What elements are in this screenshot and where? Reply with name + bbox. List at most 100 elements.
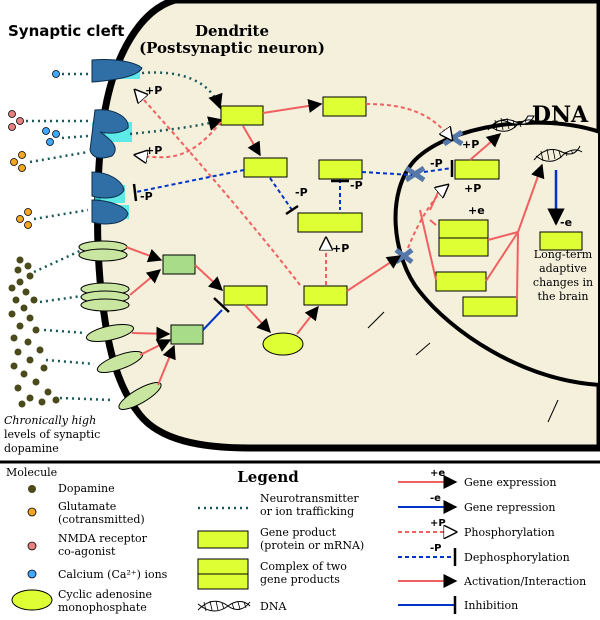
decor-line bbox=[415, 342, 431, 356]
pale-gene-product bbox=[170, 324, 204, 345]
gene-product-box bbox=[462, 296, 518, 317]
legend-right: +e Gene expression -e Gene repression +P… bbox=[398, 468, 586, 614]
dna-icon bbox=[487, 115, 537, 132]
dephosphorylation-lines bbox=[135, 167, 453, 211]
complex-swatch bbox=[197, 573, 249, 590]
dna-title: DNA bbox=[532, 102, 589, 128]
legend-molecules: Molecule Dopamine Glutamate (cotransmitt… bbox=[6, 466, 168, 614]
complex-swatch bbox=[197, 558, 249, 575]
legend-molecule-label: NMDA receptor bbox=[58, 532, 148, 545]
repression-mark: -e bbox=[560, 216, 572, 229]
nmda-swatch bbox=[27, 541, 37, 551]
longterm-line1: Long-term bbox=[534, 248, 593, 261]
legend-item-label: Gene expression bbox=[464, 476, 556, 489]
legend-item-label: Gene repression bbox=[464, 501, 555, 514]
chronic-label-line1: Chronically high bbox=[4, 414, 96, 427]
gene-product-box bbox=[297, 212, 363, 233]
complex-two-products bbox=[438, 219, 489, 257]
legend-title: Legend bbox=[237, 468, 299, 486]
legend-molecule-label: Glutamate bbox=[58, 500, 116, 513]
legend-item-label: Complex of two bbox=[260, 560, 347, 573]
ion-channel-3 bbox=[85, 324, 135, 342]
legend-mark: +P bbox=[430, 518, 446, 529]
gene-product-box bbox=[322, 96, 367, 117]
gene-product-box bbox=[318, 159, 363, 180]
nmda-coagonist-molecules bbox=[8, 110, 24, 131]
gene-product-box bbox=[303, 285, 348, 306]
dephospho-mark: -P bbox=[350, 179, 363, 192]
legend-item-label: Dephosphorylation bbox=[464, 551, 570, 564]
dephospho-mark: -P bbox=[430, 157, 443, 170]
legend-item-label: or ion trafficking bbox=[260, 505, 354, 518]
legend-molecule-label: Cyclic adenosine bbox=[58, 588, 152, 601]
dephospho-mark: -P bbox=[140, 190, 153, 203]
legend-molecule-label: monophosphate bbox=[58, 601, 147, 614]
phosphorylation-arrows bbox=[135, 90, 452, 286]
pale-gene-product bbox=[162, 254, 196, 275]
calcium-molecules bbox=[42, 70, 60, 146]
legend-molecule-label: Calcium (Ca²⁺) ions bbox=[58, 568, 168, 581]
phospho-mark: +P bbox=[145, 144, 162, 157]
gene-product-box bbox=[223, 285, 268, 306]
dendrite-label: Dendrite bbox=[195, 22, 269, 40]
gene-product-box bbox=[435, 271, 487, 292]
legend-molecule-header: Molecule bbox=[6, 466, 57, 479]
phospho-mark: +P bbox=[332, 242, 349, 255]
ion-channel-1 bbox=[78, 240, 128, 262]
d2-receptor bbox=[91, 171, 125, 203]
nmda-receptor bbox=[89, 109, 132, 159]
legend-item-label: gene products bbox=[260, 573, 340, 586]
chronic-label-line2: levels of synaptic bbox=[4, 428, 100, 441]
legend-item-label: Neurotransmitter bbox=[260, 492, 359, 505]
legend-item-label: Phosphorylation bbox=[464, 526, 555, 539]
camp-molecule bbox=[262, 332, 304, 356]
longterm-line2: adaptive bbox=[539, 262, 587, 275]
legend-mark: +e bbox=[430, 468, 445, 479]
inhibition-bars bbox=[132, 160, 454, 216]
repression-arrows bbox=[202, 170, 565, 331]
legend-molecule-label: Dopamine bbox=[58, 482, 115, 495]
glutamate-swatch bbox=[27, 507, 37, 517]
longterm-line3: changes in bbox=[533, 276, 593, 289]
activation-arrows bbox=[125, 99, 545, 386]
longterm-line4: the brain bbox=[538, 290, 589, 303]
decor-line bbox=[547, 399, 559, 423]
postsynaptic-label: (Postsynaptic neuron) bbox=[139, 39, 325, 57]
glutamate-molecules bbox=[10, 151, 32, 229]
calcium-swatch bbox=[27, 569, 37, 579]
expression-mark: +e bbox=[468, 204, 485, 217]
dopamine-receptor-top bbox=[91, 59, 143, 83]
legend-item-label: (protein or mRNA) bbox=[260, 539, 364, 552]
d1-receptor bbox=[91, 199, 129, 225]
phospho-mark: +P bbox=[462, 138, 479, 151]
gene-product-box bbox=[454, 159, 500, 180]
synaptic-cleft-label: Synaptic cleft bbox=[8, 22, 124, 40]
dna-swatch-icon bbox=[197, 600, 251, 612]
phospho-mark: +P bbox=[145, 84, 162, 97]
gene-product-box bbox=[243, 157, 288, 178]
legend-molecule-label: (cotransmitted) bbox=[58, 513, 145, 526]
camp-swatch bbox=[11, 589, 53, 611]
gene-product-box bbox=[539, 231, 583, 251]
gene-product-swatch bbox=[197, 530, 249, 549]
ion-channel-2 bbox=[80, 282, 130, 312]
gene-product-box bbox=[220, 105, 264, 126]
ion-channel-5 bbox=[118, 382, 162, 410]
legend-middle: Neurotransmitter or ion trafficking Gene… bbox=[197, 492, 364, 613]
legend-item-label: DNA bbox=[260, 600, 287, 613]
dephospho-mark: -P bbox=[295, 186, 308, 199]
legend-item-label: Activation/Interaction bbox=[463, 575, 586, 588]
dopamine-swatch bbox=[28, 485, 36, 493]
phospho-mark: +P bbox=[464, 182, 481, 195]
decor-line bbox=[367, 311, 385, 329]
legend-mark: -e bbox=[430, 493, 441, 504]
legend-molecule-label: co-agonist bbox=[58, 545, 116, 558]
nuclear-pore bbox=[404, 165, 426, 183]
legend-mark: -P bbox=[430, 543, 441, 554]
dna-icon bbox=[533, 145, 583, 162]
legend-item-label: Inhibition bbox=[464, 599, 518, 612]
dopamine-molecules bbox=[8, 256, 60, 408]
chronic-label-line3: dopamine bbox=[4, 442, 59, 455]
trafficking-arrows bbox=[26, 71, 224, 402]
